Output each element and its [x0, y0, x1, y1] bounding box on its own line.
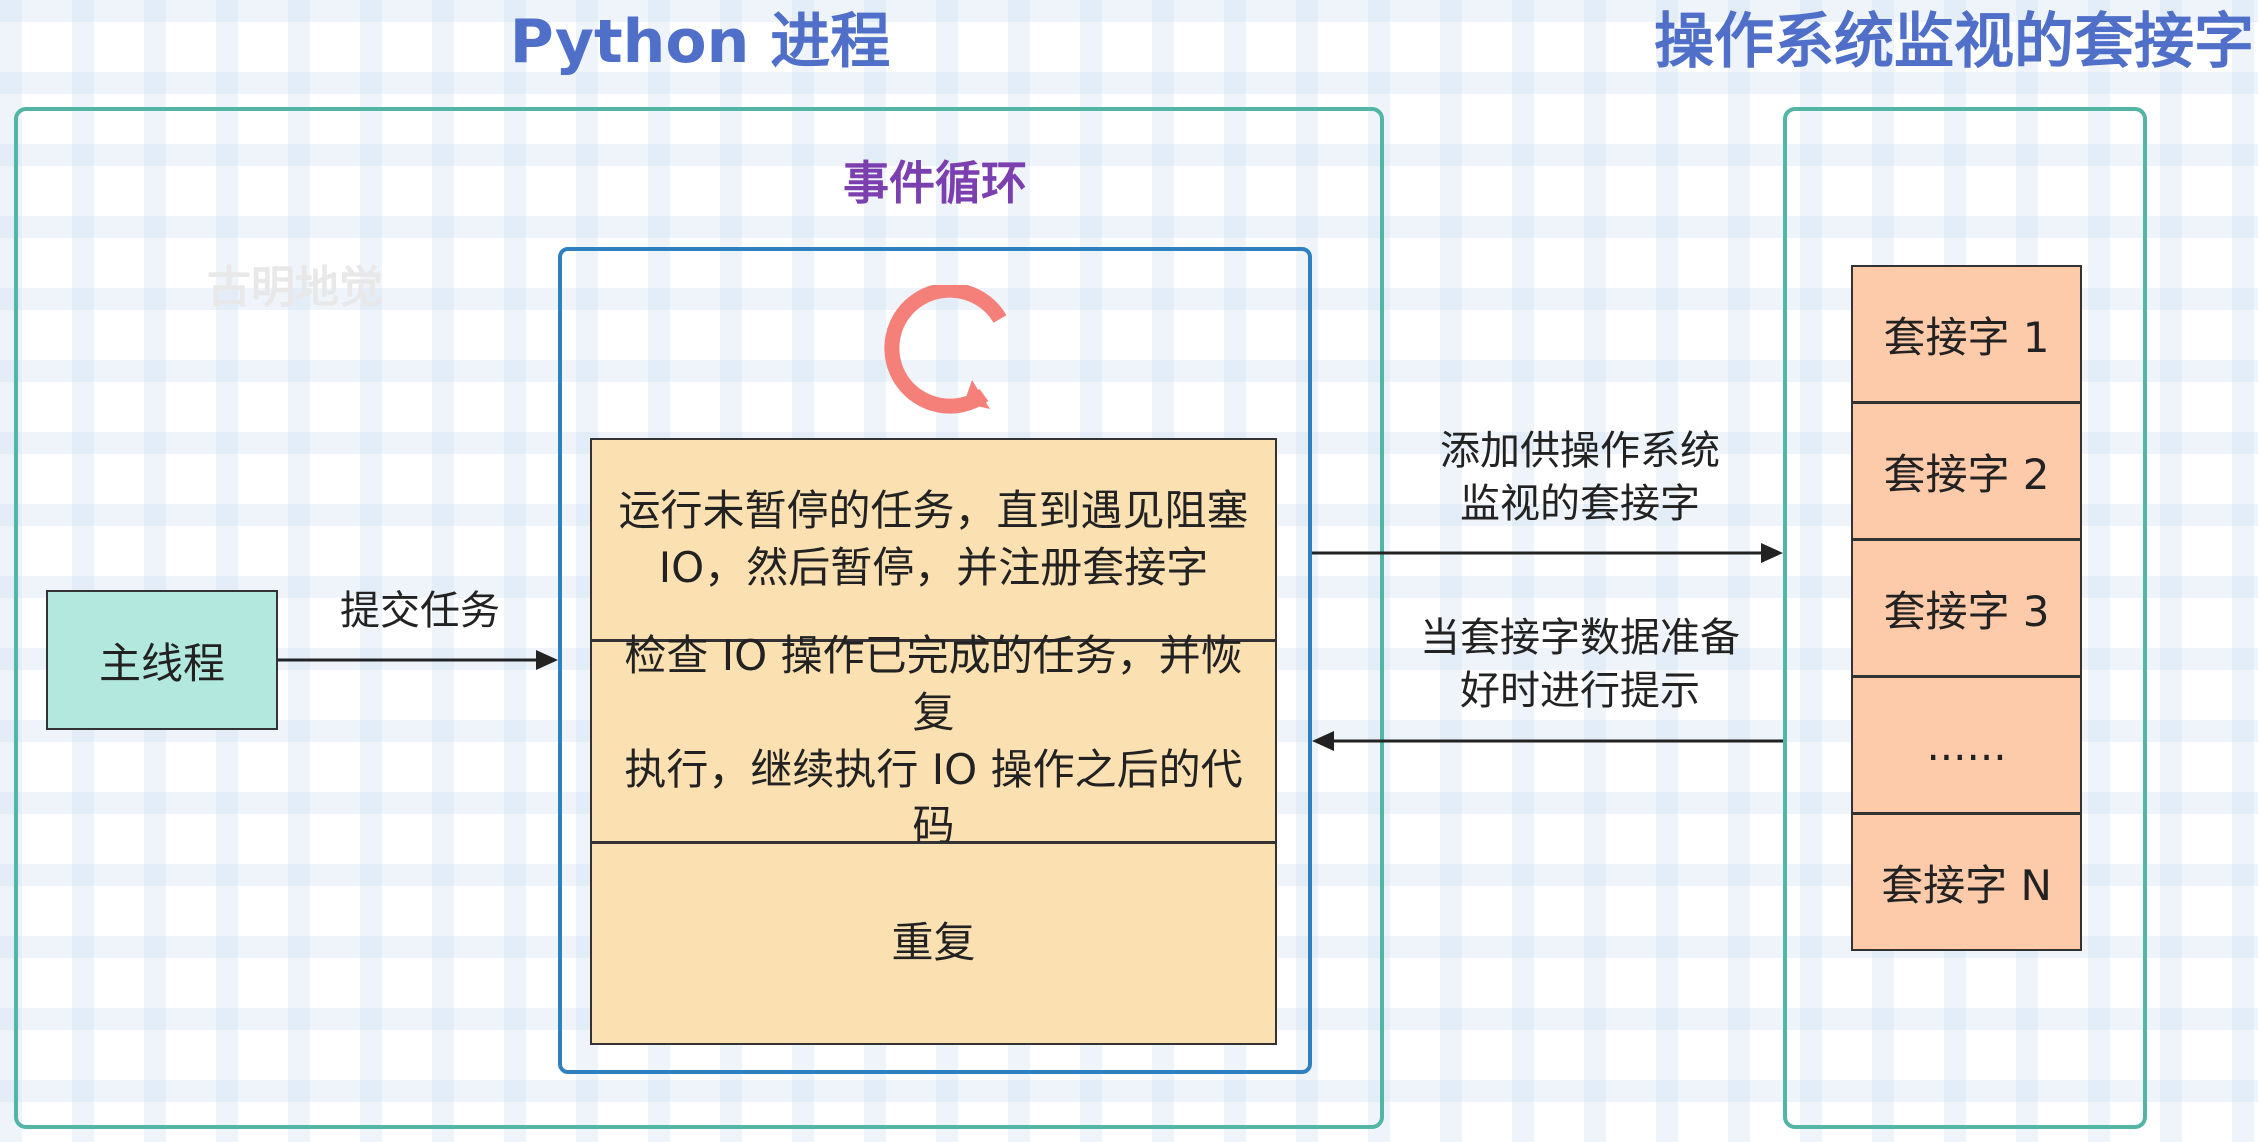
main-thread-label: 主线程 — [98, 638, 225, 688]
socket-ellipsis: ...... — [1851, 676, 2082, 814]
circular-arrow-icon — [884, 285, 1007, 414]
socket-item: 套接字 3 — [1851, 539, 2082, 677]
main-thread-box: 主线程 — [46, 590, 278, 730]
socket-label: 套接字 1 — [1883, 312, 2050, 362]
submit-task-label: 提交任务 — [340, 588, 500, 634]
os-sockets-frame — [1783, 107, 2147, 1129]
socket-item: 套接字 2 — [1851, 402, 2082, 540]
notify-ready-label: 当套接字数据准备 好时进行提示 — [1420, 615, 1740, 714]
python-process-frame — [14, 107, 1384, 1129]
socket-item: 套接字 1 — [1851, 265, 2082, 403]
python-process-title: Python 进程 — [509, 7, 891, 77]
os-sockets-title: 操作系统监视的套接字 — [1654, 7, 2254, 77]
socket-item: 套接字 N — [1851, 813, 2082, 951]
watermark-text: 古明地觉 — [207, 262, 383, 313]
loop-step-resume-tasks: 检查 IO 操作已完成的任务，并恢复 执行，继续执行 IO 操作之后的代码 — [590, 631, 1277, 850]
loop-step-repeat-text: 重复 — [891, 918, 976, 968]
add-socket-label: 添加供操作系统 监视的套接字 — [1440, 428, 1720, 527]
socket-label: 套接字 N — [1881, 860, 2052, 910]
loop-step-repeat: 重复 — [590, 842, 1277, 1045]
loop-step-resume-tasks-text: 检查 IO 操作已完成的任务，并恢复 执行，继续执行 IO 操作之后的代码 — [624, 631, 1243, 851]
loop-step-run-tasks-text: 运行未暂停的任务，直到遇见阻塞 IO，然后暂停，并注册套接字 — [618, 485, 1249, 592]
socket-label: ...... — [1926, 720, 2007, 770]
socket-label: 套接字 3 — [1883, 586, 2050, 636]
loop-step-run-tasks: 运行未暂停的任务，直到遇见阻塞 IO，然后暂停，并注册套接字 — [590, 438, 1277, 641]
event-loop-title: 事件循环 — [843, 156, 1027, 210]
socket-label: 套接字 2 — [1883, 449, 2050, 499]
event-loop-frame — [558, 247, 1312, 1074]
